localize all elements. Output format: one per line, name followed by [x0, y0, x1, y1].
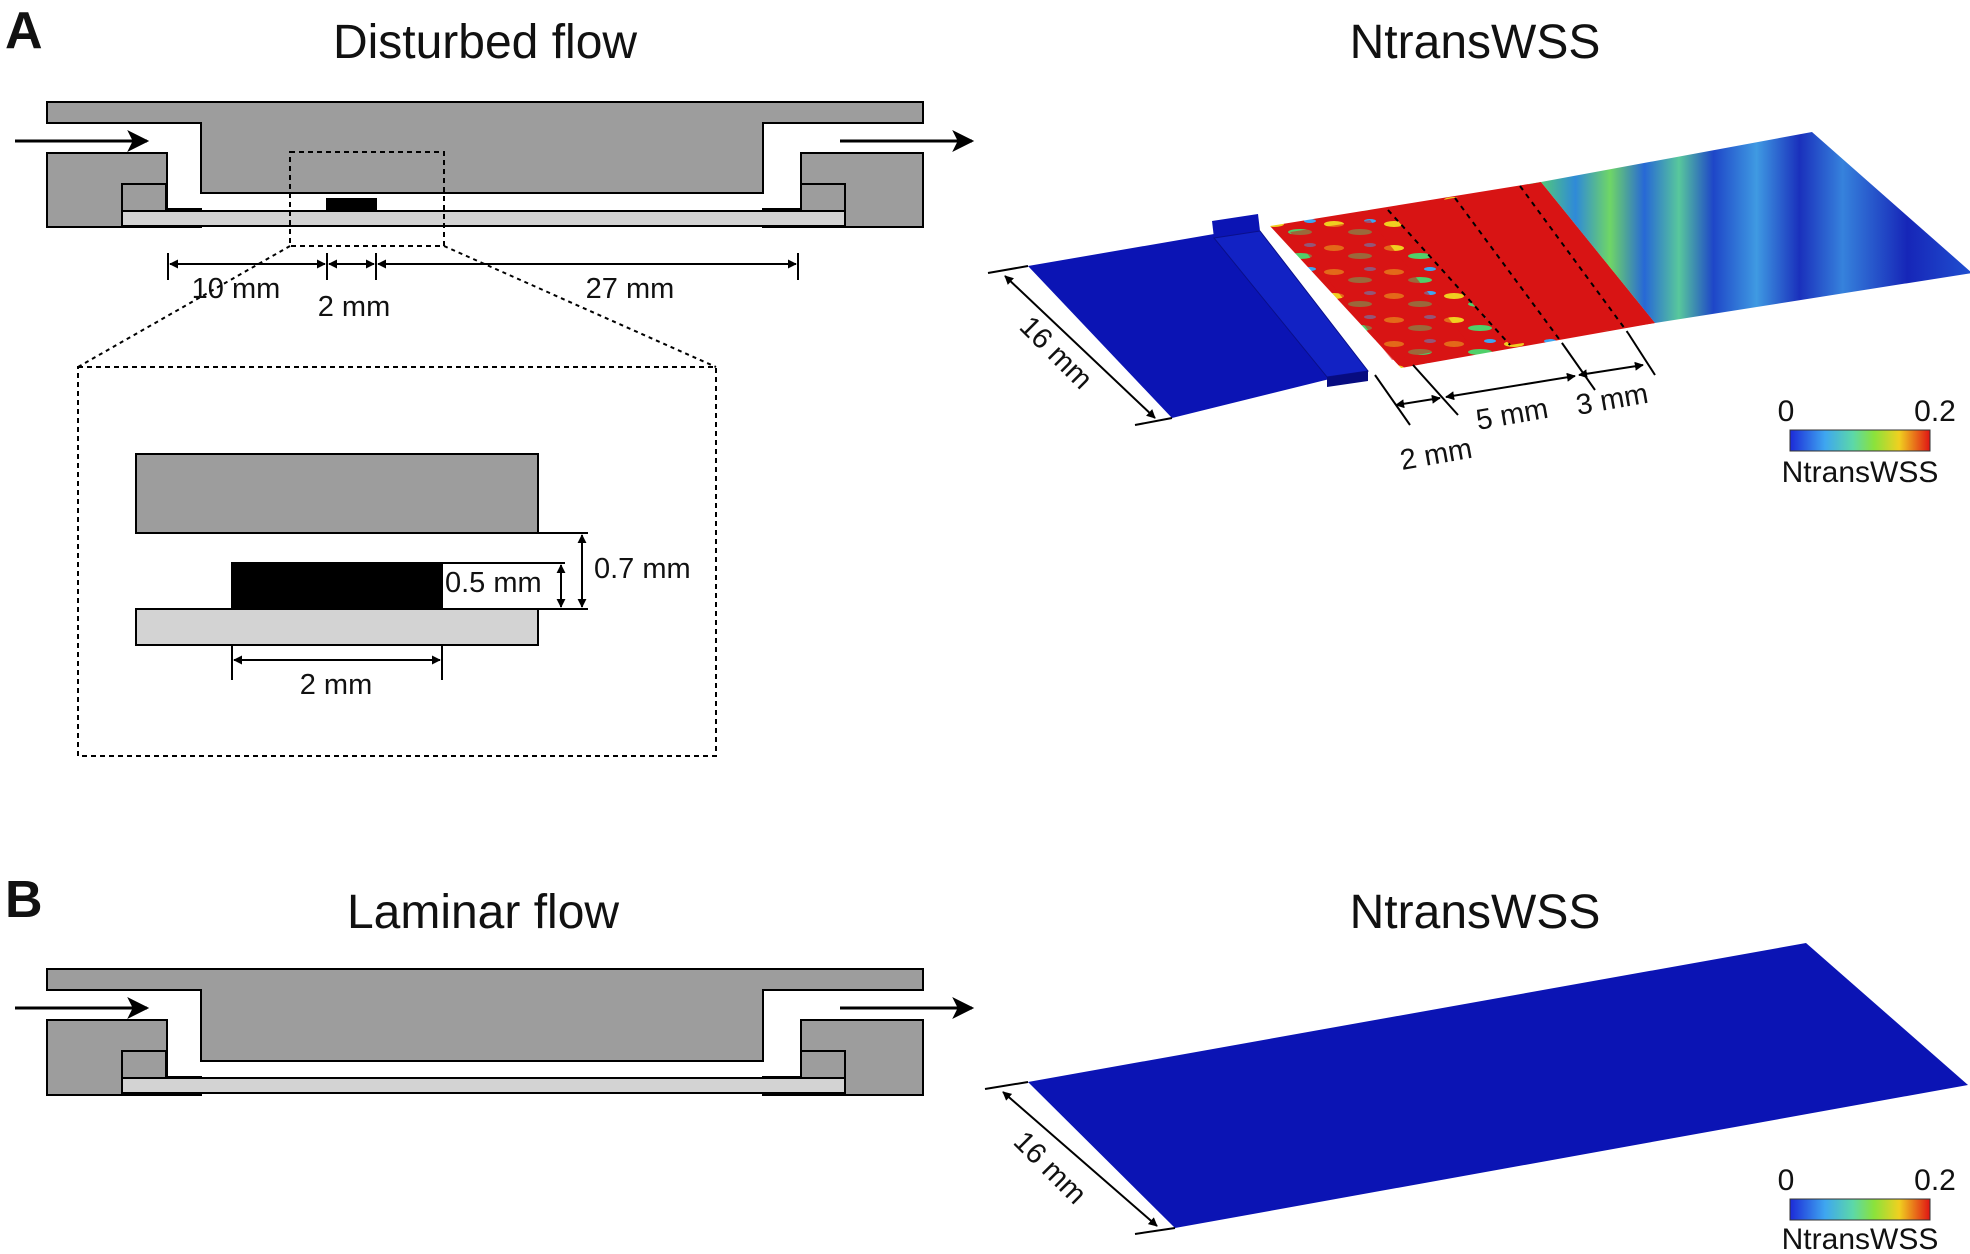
colorbar-b-gradient [1789, 1198, 1931, 1221]
wss-a-label-5mm: 5 mm [1474, 393, 1551, 437]
chamber-a-glass-slide [121, 210, 846, 227]
wss-a-green-band [1290, 220, 1470, 360]
colorbar-a-min: 0 [1778, 395, 1795, 428]
colorbar-b-max: 0.2 [1914, 1164, 1956, 1197]
chamber-b [46, 968, 924, 1096]
panel-b-letter: B [5, 871, 43, 929]
inset-detail: 0.5 mm 0.7 mm 2 mm [77, 366, 717, 757]
inset-glass-slide [135, 608, 539, 646]
chamber-a-top-housing [46, 101, 924, 194]
panel-a-left-title: Disturbed flow [333, 16, 637, 69]
panel-b: B Laminar flow NtransWSS 16 mm 0 0.2 Ntr… [5, 871, 1968, 1254]
wss-a-step-top [1212, 214, 1260, 238]
dim-label-10mm: 10 mm [192, 273, 281, 305]
panel-b-left-title: Laminar flow [347, 886, 619, 939]
panel-a: A Disturbed flow NtransWSS [5, 2, 1970, 757]
colorbar-a-gradient [1789, 429, 1931, 452]
dim-label-27mm: 27 mm [586, 273, 675, 305]
panel-b-right-title: NtransWSS [1350, 886, 1601, 939]
colorbar-a-max: 0.2 [1914, 395, 1956, 428]
wss-a-label-3mm: 3 mm [1574, 378, 1651, 422]
chamber-b-glass-slide [121, 1077, 846, 1094]
wss-a-dim-line-5mm [1445, 372, 1576, 401]
wss-a-streak-region [1541, 132, 1970, 323]
panel-a-letter: A [5, 2, 43, 60]
inset-label-2mm: 2 mm [300, 669, 373, 701]
colorbar-b-label: NtransWSS [1782, 1223, 1939, 1254]
chamber-b-left-spacer [121, 1050, 167, 1079]
wss-b-label-16mm: 16 mm [1007, 1125, 1092, 1210]
chamber-b-top-housing [46, 968, 924, 1062]
colorbar-a: 0 0.2 NtransWSS [1778, 395, 1956, 489]
chamber-a-left-spacer [121, 183, 167, 212]
wss-b-dim-line-16mm [1002, 1091, 1158, 1227]
colorbar-b: 0 0.2 NtransWSS [1778, 1164, 1956, 1254]
panel-a-right-title: NtransWSS [1350, 16, 1601, 69]
wss-a-step-front [1327, 371, 1368, 387]
dim-label-2mm: 2 mm [318, 291, 391, 323]
wss-plate-a [1028, 132, 1970, 418]
chamber-a [46, 101, 924, 228]
colorbar-a-label: NtransWSS [1782, 456, 1939, 489]
inset-top-housing [135, 453, 539, 534]
wss-a-dim-line-2mm [1395, 394, 1441, 409]
wss-a-dim-line-3mm [1578, 361, 1644, 379]
chamber-a-dimensions [167, 253, 799, 280]
inset-frame [77, 366, 717, 757]
inset-obstacle [231, 562, 443, 610]
zoom-region-box [289, 151, 445, 247]
wss-a-dim-line-16mm [1004, 275, 1156, 419]
chamber-b-right-spacer [800, 1050, 846, 1079]
wss-b-dimensions [984, 1081, 1176, 1235]
inset-label-05mm: 0.5 mm [445, 567, 542, 599]
wss-a-dimensions [987, 265, 1656, 426]
wss-a-label-2mm: 2 mm [1398, 433, 1475, 477]
chamber-a-obstacle [326, 198, 377, 212]
wss-plate-b [1028, 943, 1968, 1228]
chamber-a-right-spacer [800, 183, 846, 212]
colorbar-b-min: 0 [1778, 1164, 1795, 1197]
inset-label-07mm: 0.7 mm [594, 553, 691, 585]
wss-a-region-boundaries [1387, 185, 1629, 346]
wss-a-red-core [1388, 182, 1655, 345]
